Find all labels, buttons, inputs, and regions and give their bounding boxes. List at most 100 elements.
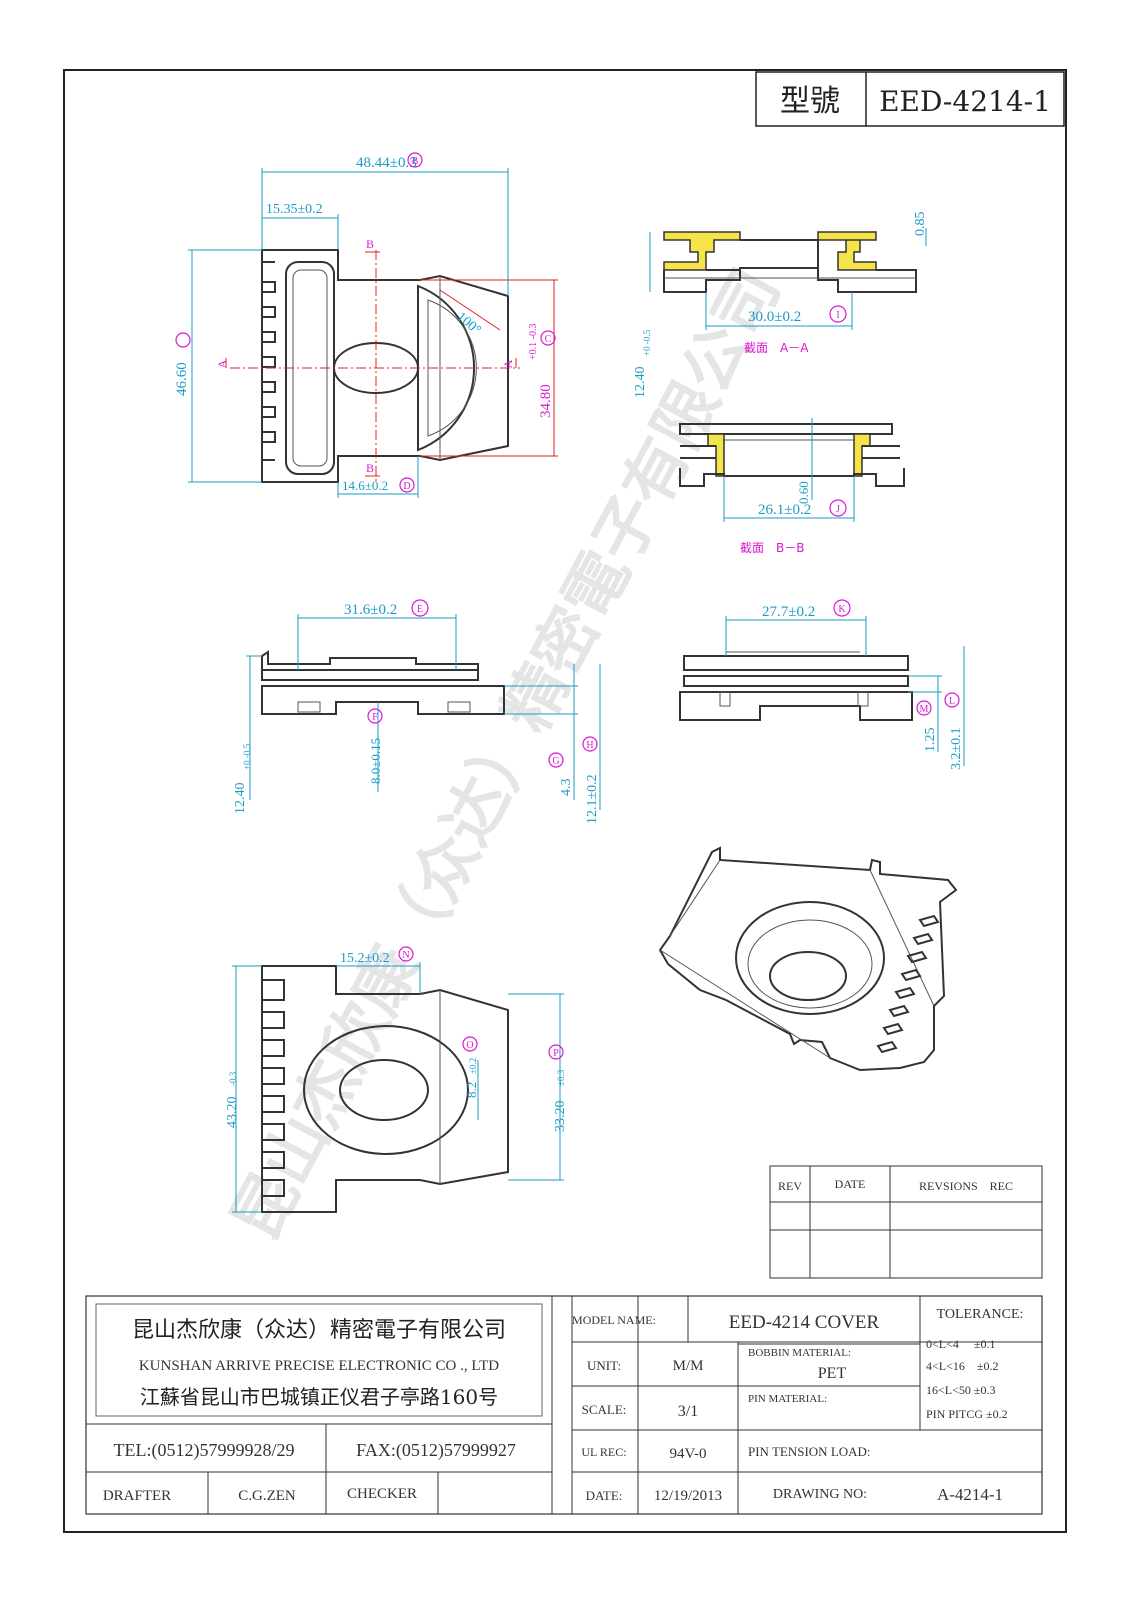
circle-p: P [553,1048,559,1059]
ul-label: UL REC: [581,1445,626,1459]
rev-header: REV [778,1179,802,1193]
dim-i: 30.0±0.2 [748,309,801,325]
dim-c: 34.80 [538,384,554,418]
dim-15-35: 15.35±0.2 [266,202,323,217]
company-en: KUNSHAN ARRIVE PRECISE ELECTRONIC CO ., … [139,1358,499,1374]
pin-material-label: PIN MATERIAL: [748,1393,827,1405]
section-a-right: A [501,359,515,368]
section-b-top: B [366,237,374,251]
circle-e: E [417,604,423,615]
model-name-value: EED-4214 COVER [729,1312,880,1333]
section-aa-label: 截面 A－A [744,341,809,355]
section-aa: 截面 A－A [663,231,917,355]
tel: TEL:(0512)57999928/29 [114,1440,295,1461]
pin-tension-label: PIN TENSION LOAD: [748,1444,871,1459]
bobbin-label: BOBBIN MATERIAL: [748,1347,851,1359]
rev-date-header: DATE [835,1177,866,1191]
dim-p: 33.20 [553,1101,568,1133]
circle-d: D [403,481,410,492]
circle-h: H [586,740,593,751]
section-a-left: A [215,359,229,368]
scale-label: SCALE: [582,1402,627,1417]
dim-o: 8.2 [464,1082,479,1098]
dim-43-20: 43.20 [225,1097,240,1129]
circle-n: N [402,950,409,961]
company-cn: 昆山杰欣康（众达）精密電子有限公司 [132,1318,506,1343]
top-view-dimensions: 48.44±0.3 B 15.35±0.2 46.60 34.80 +0.1 -… [174,152,558,498]
dim-p-tol: ±0.3 [556,1069,566,1086]
tolerance-title: TOLERANCE: [937,1307,1024,1322]
revision-table: REV DATE REVSIONS REC [769,1165,1043,1279]
circle-i: I [836,310,839,321]
section-bb: 截面 B－B [679,423,905,555]
fax: FAX:(0512)57999927 [356,1440,516,1461]
tolerance-row: 16<L<50 ±0.3 [926,1383,995,1397]
bottom-view-dimensions: 15.2±0.2 N 43.20 -0.3 8.2 ±0.2 O 33.20 ±… [225,946,568,1213]
side-view [679,651,913,721]
rev-rec-header: REVSIONS REC [919,1179,1013,1193]
circle-c: C [545,334,552,345]
date-value: 12/19/2013 [654,1488,722,1504]
top-view: A A B B 100° [215,237,520,483]
dim-0-85: 0.85 [913,212,928,237]
dim-l: 3.2±0.1 [949,727,964,770]
dim-k: 27.7±0.2 [762,604,815,620]
bottom-view [261,965,509,1213]
dim-n: 15.2±0.2 [340,951,390,966]
dim-12-40-top: 12.40 [633,367,648,399]
unit-value: M/M [673,1358,704,1374]
tolerance-row: 4<L<16 ±0.2 [926,1359,998,1373]
tolerance-row: PIN PITCG ±0.2 [926,1407,1008,1421]
model-name-label: MODEL NAME: [572,1313,656,1327]
model-value: EED-4214-1 [879,85,1051,118]
drawing-no-value: A-4214-1 [937,1485,1003,1504]
ul-value: 94V-0 [670,1446,707,1462]
dim-c-tol: +0.1 -0.3 [528,324,539,360]
circle-f: F [372,712,378,723]
circle-m: M [920,704,929,715]
section-bb-label: 截面 B－B [740,541,804,555]
company-address: 江蘇省昆山市巴城镇正仪君子亭路160号 [140,1385,498,1409]
dim-j: 26.1±0.2 [758,502,811,518]
angle-label: 100° [453,310,483,339]
dim-e: 31.6±0.2 [344,602,397,618]
section-bb-dimensions: 0.60 26.1±0.2 J [723,418,855,522]
dim-12-40-front-tol: +0 -0.5 [242,743,252,770]
dim-o-tol: ±0.2 [468,1058,478,1074]
model-label: 型號 [780,84,840,119]
section-aa-dimensions: 0.85 30.0±0.2 I 12.40 +0 -0.5 [633,212,928,399]
title-block: 昆山杰欣康（众达）精密電子有限公司 KUNSHAN ARRIVE PRECISE… [85,1295,1043,1515]
date-label: DATE: [586,1488,623,1503]
bobbin-value: PET [818,1365,847,1382]
circle-g: G [552,756,559,767]
dim-0-60: 0.60 [796,481,811,504]
drafter-label: DRAFTER [103,1488,171,1504]
tolerance-row: 0<L<4 ±0.1 [926,1337,995,1351]
dim-h: 12.1±0.2 [585,774,600,824]
model-header: 型號 EED-4214-1 [755,71,1065,127]
front-view-dimensions: 31.6±0.2 E 12.40 +0 -0.5 8.0±0.15 F 4.3 … [233,599,601,824]
drafter-value: C.G.ZEN [238,1488,296,1504]
circle-o: O [466,1040,473,1051]
scale-value: 3/1 [678,1403,698,1420]
dim-d: 14.6±0.2 [342,478,388,493]
circle-b: B [412,156,419,167]
circle-j: J [836,504,840,515]
circle-l: L [949,696,955,707]
circle-k: K [838,604,846,615]
dim-12-40-top-tol: +0 -0.5 [642,329,652,356]
isometric-view [658,846,958,1072]
section-b-bottom: B [366,461,374,475]
dim-46-60: 46.60 [174,362,190,396]
dim-m: 1.25 [923,728,938,753]
drawing-no-label: DRAWING NO: [773,1487,867,1502]
dim-f: 8.0±0.15 [368,738,383,784]
checker-label: CHECKER [347,1486,417,1502]
dim-g: 4.3 [559,779,574,797]
dim-b: 48.44±0.3 [356,155,417,171]
dim-43-20-tol: -0.3 [228,1071,238,1086]
side-view-dimensions: 27.7±0.2 K 1.25 M 3.2±0.1 L [725,599,965,770]
front-view [261,650,505,715]
dim-12-40-front: 12.40 [233,783,248,815]
